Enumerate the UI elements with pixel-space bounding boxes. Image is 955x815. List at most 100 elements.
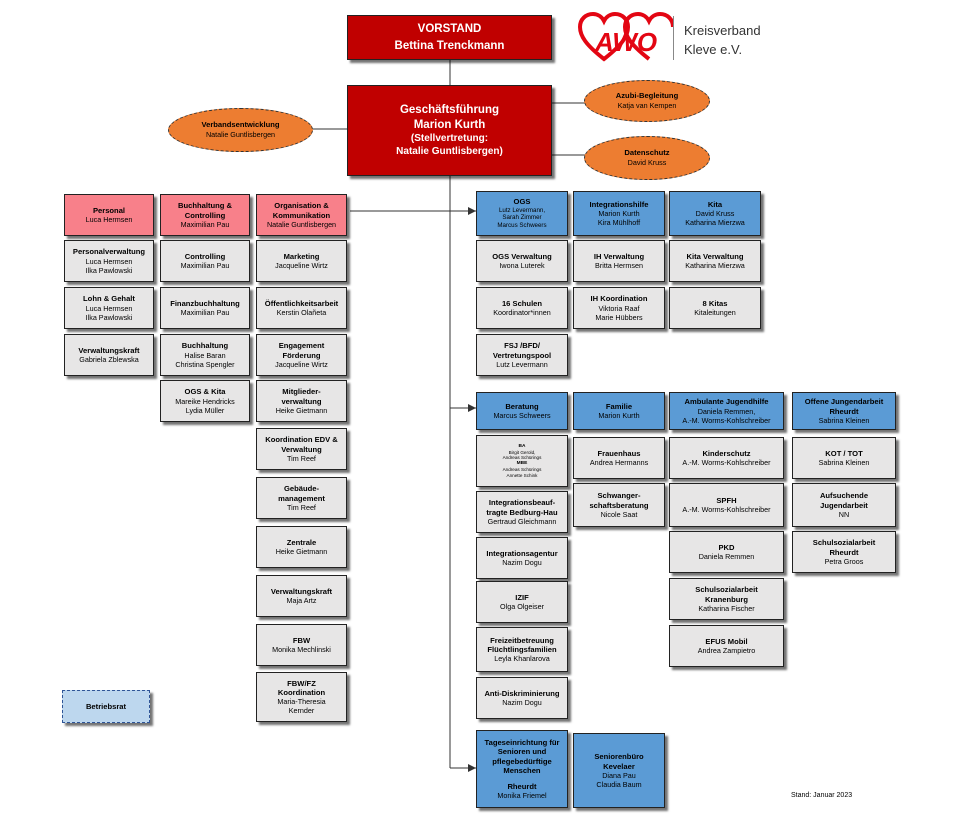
box-frauenhaus[interactable]: Frauenhaus Andrea Hermanns bbox=[573, 437, 665, 479]
box-seniorenbuero[interactable]: Seniorenbüro Kevelaer Diana Pau Claudia … bbox=[573, 733, 665, 808]
box-personal[interactable]: Personal Luca Hermsen bbox=[64, 194, 154, 236]
box-kita[interactable]: Kita David Kruss Katharina Mierzwa bbox=[669, 191, 761, 236]
box-name: Gabriela Zblewska bbox=[79, 355, 139, 365]
box-title: Finanzbuchhaltung bbox=[170, 298, 240, 308]
box-integrationsagentur[interactable]: Integrationsagentur Nazim Dogu bbox=[476, 537, 568, 579]
box-kinderschutz[interactable]: Kinderschutz A.-M. Worms-Kohlschreiber bbox=[669, 437, 784, 479]
box-lohn-gehalt[interactable]: Lohn & Gehalt Luca Hermsen Ilka Pawlowsk… bbox=[64, 287, 154, 329]
box-gebaeudemanagement[interactable]: Gebäude- management Tim Reef bbox=[256, 477, 347, 519]
box-pkd[interactable]: PKD Daniela Remmen bbox=[669, 531, 784, 573]
awo-heart-logo: AWO bbox=[578, 11, 674, 62]
box-izif[interactable]: IZIF Olga Olgeiser bbox=[476, 581, 568, 623]
box-name: Britta Hermsen bbox=[595, 261, 643, 271]
box-mitgliederverwaltung[interactable]: Mitglieder- verwaltung Heike Gietmann bbox=[256, 380, 347, 422]
box-fbw[interactable]: FBW Monika Mechlinski bbox=[256, 624, 347, 666]
box-title: tragte Bedburg-Hau bbox=[486, 507, 558, 517]
box-title: IZIF bbox=[515, 592, 529, 602]
geschaeftsfuehrung-box[interactable]: Geschäftsführung Marion Kurth (Stellvert… bbox=[347, 85, 552, 176]
box-title: Schwanger- bbox=[597, 491, 641, 501]
box-ogs-verwaltung[interactable]: OGS Verwaltung Iwona Luterek bbox=[476, 240, 568, 282]
box-buchhaltung[interactable]: Buchhaltung Halise Baran Christina Speng… bbox=[160, 334, 250, 376]
box-title: 8 Kitas bbox=[702, 298, 728, 308]
box-ogs-kita[interactable]: OGS & Kita Mareike Hendricks Lydia Mülle… bbox=[160, 380, 250, 422]
vorstand-name: Bettina Trenckmann bbox=[394, 39, 505, 52]
box-oeffentlichkeitsarbeit[interactable]: Öffentlichkeitsarbeit Kerstin Olañeta bbox=[256, 287, 347, 329]
box-schwangerschaftsberatung[interactable]: Schwanger- schaftsberatung Nicole Saat bbox=[573, 483, 665, 527]
box-name: Gertraud Gleichmann bbox=[487, 516, 557, 526]
box-name: Kitaleitungen bbox=[694, 308, 736, 318]
box-zentrale[interactable]: Zentrale Heike Gietmann bbox=[256, 526, 347, 568]
box-spfh[interactable]: SPFH A.-M. Worms-Kohlschreiber bbox=[669, 483, 784, 527]
box-name: David Kruss bbox=[695, 209, 735, 219]
box-engagement-foerderung[interactable]: Engagement Förderung Jacqueline Wirtz bbox=[256, 334, 347, 376]
box-fbw-fz-koordination[interactable]: FBW/FZ Koordination Maria-Theresia Kernd… bbox=[256, 672, 347, 722]
box-name: Halise Baran bbox=[184, 350, 226, 360]
box-aufsuchende-jugendarbeit[interactable]: Aufsuchende Jugendarbeit NN bbox=[792, 483, 896, 527]
box-ambulante-jugendhilfe[interactable]: Ambulante Jugendhilfe Daniela Remmen, A.… bbox=[669, 392, 784, 430]
oval-title: Datenschutz bbox=[624, 148, 670, 158]
box-tageseinrichtung[interactable]: Tageseinrichtung für Senioren und pflege… bbox=[476, 730, 568, 808]
box-title: Förderung bbox=[282, 350, 321, 360]
box-koordination-edv[interactable]: Koordination EDV & Verwaltung Tim Reef bbox=[256, 428, 347, 470]
box-kot-tot[interactable]: KOT / TOT Sabrina Kleinen bbox=[792, 437, 896, 479]
box-name: Maximilian Pau bbox=[180, 261, 230, 271]
box-ih-koordination[interactable]: IH Koordination Viktoria Raaf Marie Hübb… bbox=[573, 287, 665, 329]
box-finanzbuchhaltung[interactable]: Finanzbuchhaltung Maximilian Pau bbox=[160, 287, 250, 329]
box-name: Katharina Mierzwa bbox=[685, 261, 745, 271]
box-efus-mobil[interactable]: EFUS Mobil Andrea Zampietro bbox=[669, 625, 784, 667]
oval-datenschutz[interactable]: Datenschutz David Kruss bbox=[584, 136, 710, 180]
box-verwaltungskraft-2[interactable]: Verwaltungskraft Maja Artz bbox=[256, 575, 347, 617]
box-name: Diana Pau bbox=[602, 770, 636, 780]
box-buchhaltung-controlling[interactable]: Buchhaltung & Controlling Maximilian Pau bbox=[160, 194, 250, 236]
box-name: Kerstin Olañeta bbox=[276, 308, 327, 318]
box-schulsozialarbeit-kranenburg[interactable]: Schulsozialarbeit Kranenburg Katharina F… bbox=[669, 578, 784, 620]
box-name: Maja Artz bbox=[286, 596, 317, 606]
box-familie[interactable]: Familie Marion Kurth bbox=[573, 392, 665, 430]
brand-line-1: Kreisverband bbox=[684, 23, 761, 38]
box-name: Ilka Pawlowski bbox=[85, 312, 133, 322]
box-freizeitbetreuung[interactable]: Freizeitbetreuung Flüchtlingsfamilien Le… bbox=[476, 627, 568, 672]
box-title: KOT / TOT bbox=[825, 448, 863, 458]
box-name: Marcus Schweers bbox=[497, 222, 547, 230]
box-fsj-bfd[interactable]: FSJ /BFD/ Vertretungspool Lutz Levermann bbox=[476, 334, 568, 376]
box-personalverwaltung[interactable]: Personalverwaltung Luca Hermsen Ilka Paw… bbox=[64, 240, 154, 282]
box-title: Verwaltungskraft bbox=[270, 586, 333, 596]
box-title: Betriebsrat bbox=[85, 701, 127, 711]
vorstand-box[interactable]: VORSTAND Bettina Trenckmann bbox=[347, 15, 552, 60]
box-beratung[interactable]: Beratung Marcus Schweers bbox=[476, 392, 568, 430]
gf-name: Marion Kurth bbox=[413, 118, 486, 131]
box-name: Sarah Zimmer bbox=[502, 214, 542, 222]
oval-verbandsentwicklung[interactable]: Verbandsentwicklung Natalie Guntlisberge… bbox=[168, 108, 313, 152]
box-name: Nicole Saat bbox=[600, 509, 638, 519]
box-name: Katharina Fischer bbox=[698, 603, 755, 613]
box-name: Kernder bbox=[288, 706, 315, 716]
box-title: Flüchtlingsfamilien bbox=[487, 645, 557, 654]
box-kita-verwaltung[interactable]: Kita Verwaltung Katharina Mierzwa bbox=[669, 240, 761, 282]
box-controlling[interactable]: Controlling Maximilian Pau bbox=[160, 240, 250, 282]
box-anti-diskriminierung[interactable]: Anti-Diskriminierung Nazim Dogu bbox=[476, 677, 568, 719]
box-ba-mbe[interactable]: BA Birgit Gerold, Andreas Schürings MBE … bbox=[476, 435, 568, 487]
box-verwaltungskraft-1[interactable]: Verwaltungskraft Gabriela Zblewska bbox=[64, 334, 154, 376]
box-betriebsrat[interactable]: Betriebsrat bbox=[62, 690, 150, 723]
box-offene-jugendarbeit[interactable]: Offene Jungendarbeit Rheurdt Sabrina Kle… bbox=[792, 392, 896, 430]
box-8-kitas[interactable]: 8 Kitas Kitaleitungen bbox=[669, 287, 761, 329]
box-name: Leyla Khanlarova bbox=[494, 654, 550, 664]
box-title: Tageseinrichtung für bbox=[484, 737, 560, 747]
box-organisation-kommunikation[interactable]: Organisation & Kommunikation Natalie Gun… bbox=[256, 194, 347, 236]
box-ih-verwaltung[interactable]: IH Verwaltung Britta Hermsen bbox=[573, 240, 665, 282]
box-schulsozialarbeit-rheurdt[interactable]: Schulsozialarbeit Rheurdt Petra Groos bbox=[792, 531, 896, 573]
box-name: Tim Reef bbox=[287, 502, 316, 512]
box-name: Tim Reef bbox=[287, 453, 316, 463]
box-integrationshilfe[interactable]: Integrationshilfe Marion Kurth Kira Mühl… bbox=[573, 191, 665, 236]
box-marketing[interactable]: Marketing Jacqueline Wirtz bbox=[256, 240, 347, 282]
box-title: OGS bbox=[513, 197, 531, 207]
box-title: Verwaltung bbox=[281, 444, 322, 454]
box-name: A.-M. Worms-Kohlschreiber bbox=[682, 458, 771, 468]
box-16-schulen[interactable]: 16 Schulen Koordinator*innen bbox=[476, 287, 568, 329]
box-ogs[interactable]: OGS Lutz Levermann, Sarah Zimmer Marcus … bbox=[476, 191, 568, 236]
box-title: Mitglieder- bbox=[282, 387, 321, 397]
box-integrationsbeauftragte[interactable]: Integrationsbeauf- tragte Bedburg-Hau Ge… bbox=[476, 491, 568, 533]
oval-azubi[interactable]: Azubi-Begleitung Katja van Kempen bbox=[584, 80, 710, 122]
brand-name: Kreisverband Kleve e.V. bbox=[684, 22, 761, 60]
